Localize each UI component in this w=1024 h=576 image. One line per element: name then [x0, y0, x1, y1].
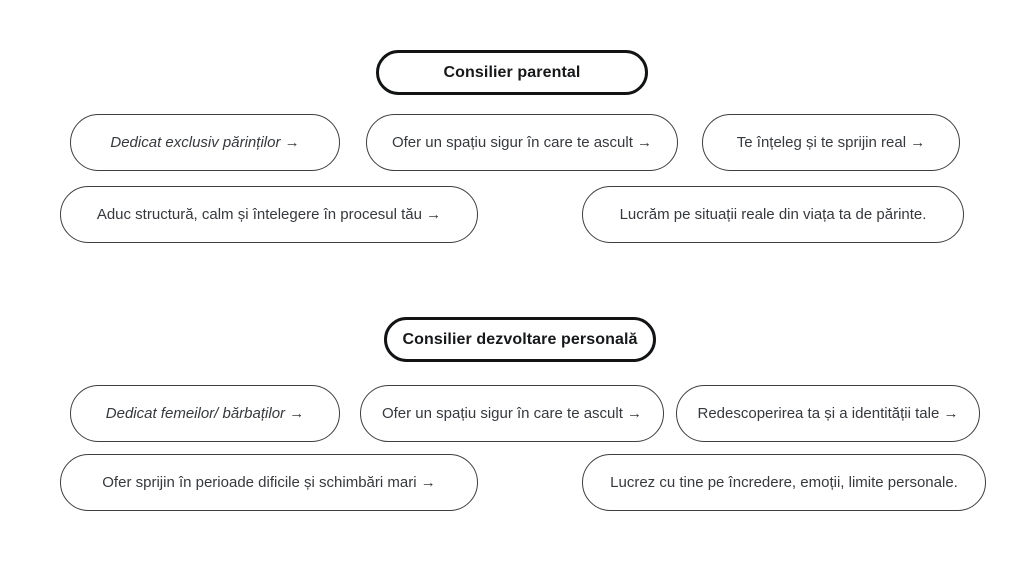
pill-label: Lucrăm pe situații reale din viața ta de… [619, 206, 927, 223]
pill-lucrez-cu-tine-incredere-emotii[interactable]: Lucrez cu tine pe încredere, emoții, lim… [582, 454, 986, 511]
section-header-label: Consilier dezvoltare personală [402, 330, 638, 348]
pill-label: Dedicat exclusiv părinților → [110, 134, 300, 151]
section-header-consilier-dezvoltare-personala[interactable]: Consilier dezvoltare personală [384, 317, 656, 362]
pill-aduc-structura-calm-intelegere[interactable]: Aduc structură, calm și întelegere în pr… [60, 186, 478, 243]
pill-label: Ofer un spațiu sigur în care te ascult → [391, 134, 653, 151]
pill-dedicat-exclusiv-parintilor[interactable]: Dedicat exclusiv părinților → [70, 114, 340, 171]
section-header-consilier-parental[interactable]: Consilier parental [376, 50, 648, 95]
pill-lucram-pe-situatii-reale[interactable]: Lucrăm pe situații reale din viața ta de… [582, 186, 964, 243]
section-header-label: Consilier parental [443, 63, 581, 81]
pill-ofer-sprijin-perioade-dificile[interactable]: Ofer sprijin în perioade dificile și sch… [60, 454, 478, 511]
pill-label: Aduc structură, calm și întelegere în pr… [96, 206, 442, 223]
pill-ofer-spatiu-sigur-dezvoltare[interactable]: Ofer un spațiu sigur în care te ascult → [360, 385, 664, 442]
pill-dedicat-femeilor-barbatilor[interactable]: Dedicat femeilor/ bărbaților → [70, 385, 340, 442]
pill-label: Redescoperirea ta și a identității tale … [697, 405, 959, 422]
pill-label: Te înțeleg și te sprijin real → [736, 134, 926, 151]
pill-label: Dedicat femeilor/ bărbaților → [105, 405, 305, 422]
pill-label: Ofer un spațiu sigur în care te ascult → [381, 405, 643, 422]
pill-redescoperirea-ta-identitatii[interactable]: Redescoperirea ta și a identității tale … [676, 385, 980, 442]
pill-label: Lucrez cu tine pe încredere, emoții, lim… [610, 474, 958, 491]
pill-ofer-spatiu-sigur-parental[interactable]: Ofer un spațiu sigur în care te ascult → [366, 114, 678, 171]
pill-te-inteleg-si-te-sprijin-real[interactable]: Te înțeleg și te sprijin real → [702, 114, 960, 171]
pill-label: Ofer sprijin în perioade dificile și sch… [102, 474, 436, 491]
